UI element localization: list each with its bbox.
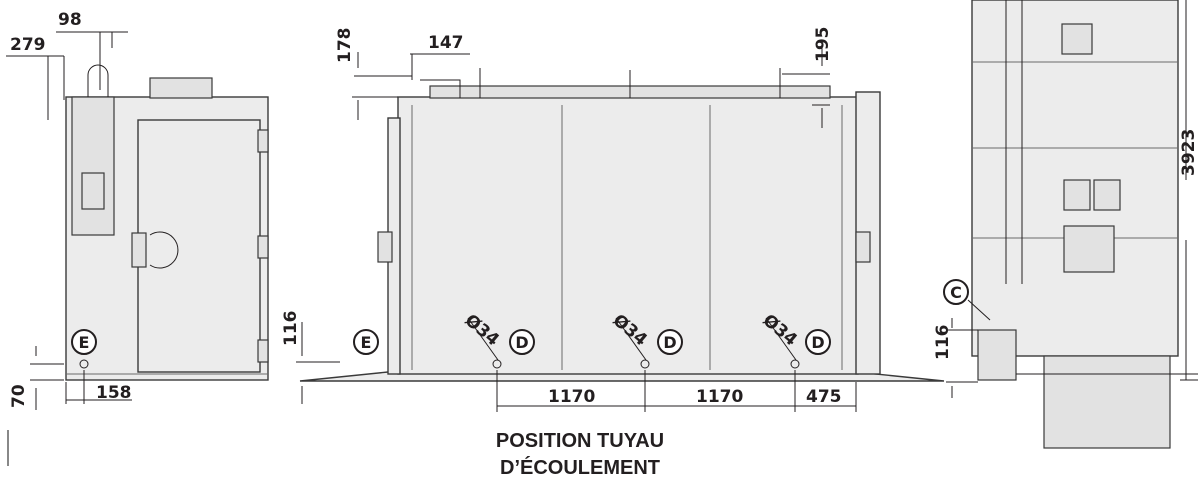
marker-e-front: E — [353, 329, 379, 355]
marker-d1-label: D — [515, 333, 528, 352]
dim-98: 98 — [58, 10, 82, 30]
front-dimensions — [296, 48, 857, 412]
dim-116-right: 116 — [933, 325, 953, 361]
top-hook — [87, 64, 109, 97]
front-bracket-right — [855, 231, 871, 263]
display-window — [81, 172, 105, 210]
top-unit — [149, 77, 213, 99]
marker-d3: D — [805, 329, 831, 355]
caption: POSITION TUYAU D’ÉCOULEMENT — [430, 428, 730, 482]
marker-d2-label: D — [663, 333, 676, 352]
dim-116-left: 116 — [281, 311, 301, 347]
dim-70: 70 — [9, 384, 29, 408]
drain-d3 — [790, 359, 800, 369]
control-box — [71, 96, 115, 236]
handle-base — [131, 232, 147, 268]
dim-147: 147 — [428, 33, 464, 53]
marker-d1: D — [509, 329, 535, 355]
dim-475: 475 — [806, 387, 842, 407]
drain-c-box — [977, 329, 1017, 381]
side-door — [137, 119, 261, 373]
front-bracket-left — [377, 231, 393, 263]
top-module-4 — [1063, 225, 1115, 273]
top-module-1 — [1061, 23, 1093, 55]
drain-d1 — [492, 359, 502, 369]
marker-c-label: C — [950, 283, 962, 302]
top-module-2 — [1063, 179, 1091, 211]
side-dimensions — [6, 31, 132, 410]
dim-1170-a: 1170 — [548, 387, 595, 407]
hinge-mid — [257, 235, 269, 259]
marker-d2: D — [657, 329, 683, 355]
dim-178: 178 — [335, 28, 355, 64]
dim-158: 158 — [96, 383, 132, 403]
margin-rule — [7, 430, 9, 466]
marker-e-front-label: E — [361, 333, 372, 352]
dim-279: 279 — [10, 35, 46, 55]
caption-line-2: D’ÉCOULEMENT — [500, 457, 660, 479]
door-handle — [149, 231, 179, 269]
marker-d3-label: D — [811, 333, 824, 352]
top-view — [946, 0, 1198, 449]
marker-c: C — [943, 279, 969, 305]
dim-1170-b: 1170 — [696, 387, 743, 407]
side-view — [65, 64, 269, 381]
hinge-bottom — [257, 339, 269, 363]
hinge-top — [257, 129, 269, 153]
marker-e-side-label: E — [79, 333, 90, 352]
marker-e-side: E — [71, 329, 97, 355]
dim-195: 195 — [813, 27, 833, 63]
drain-d2 — [640, 359, 650, 369]
caption-line-1: POSITION TUYAU — [495, 430, 665, 452]
dim-3923: 3923 — [1179, 129, 1198, 176]
top-view-lower-box — [1043, 355, 1171, 449]
top-module-3 — [1093, 179, 1121, 211]
drain-e-side — [79, 359, 89, 369]
